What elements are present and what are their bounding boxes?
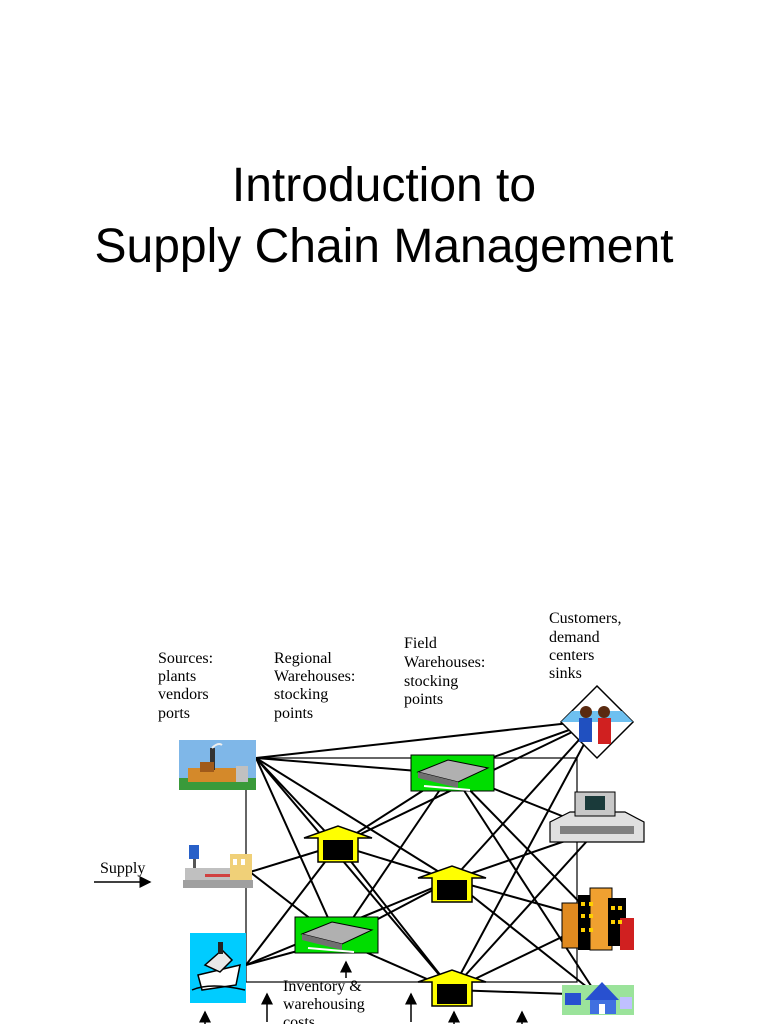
sources-label-line: plants: [158, 668, 196, 685]
field-label-line: Field: [404, 635, 437, 652]
retail-store-icon: [549, 791, 645, 843]
field-warehouse-icon: [294, 916, 379, 954]
field-label-line: Warehouses:: [404, 654, 485, 671]
sources-label: Sources: plants vendors ports: [158, 650, 213, 722]
sources-label-line: ports: [158, 705, 190, 722]
title-line-1: Introduction to: [231, 159, 537, 212]
regional-label-line: Regional: [274, 650, 332, 667]
customers-label-line: Customers,: [549, 610, 621, 627]
field-label-line: stocking: [404, 673, 458, 690]
field-label-line: points: [404, 691, 443, 708]
field-warehouse-icon: [410, 754, 495, 792]
sources-label-line: Sources:: [158, 650, 213, 667]
customers-people-icon: [559, 684, 635, 760]
factory-icon: [179, 740, 256, 790]
field-warehouses-label: Field Warehouses: stocking points: [404, 635, 485, 708]
customers-label: Customers, demand centers sinks: [549, 610, 621, 682]
regional-warehouse-icon: [303, 825, 373, 863]
plant-icon: [183, 845, 253, 888]
regional-warehouse-icon: [417, 969, 487, 1007]
houses-icon: [562, 982, 634, 1015]
ship-icon: [190, 933, 246, 1003]
title-line-2: Supply Chain Management: [94, 220, 674, 273]
inventory-label-line: Inventory &: [283, 978, 362, 995]
regional-label-line: stocking: [274, 686, 328, 703]
sources-label-line: vendors: [158, 686, 209, 703]
customers-label-line: centers: [549, 647, 594, 664]
regional-label-line: points: [274, 705, 313, 722]
regional-warehouse-icon: [417, 865, 487, 903]
supply-label: Supply: [100, 860, 145, 877]
inventory-label-line: costs: [283, 1014, 315, 1024]
city-buildings-icon: [561, 887, 634, 951]
customers-label-line: sinks: [549, 665, 582, 682]
customers-label-line: demand: [549, 629, 600, 646]
inventory-label-line: warehousing: [283, 996, 365, 1013]
regional-warehouses-label: Regional Warehouses: stocking points: [274, 650, 355, 722]
inventory-costs-label: Inventory & warehousing costs: [283, 978, 365, 1024]
cost-arrows: [199, 960, 528, 1024]
regional-label-line: Warehouses:: [274, 668, 355, 685]
